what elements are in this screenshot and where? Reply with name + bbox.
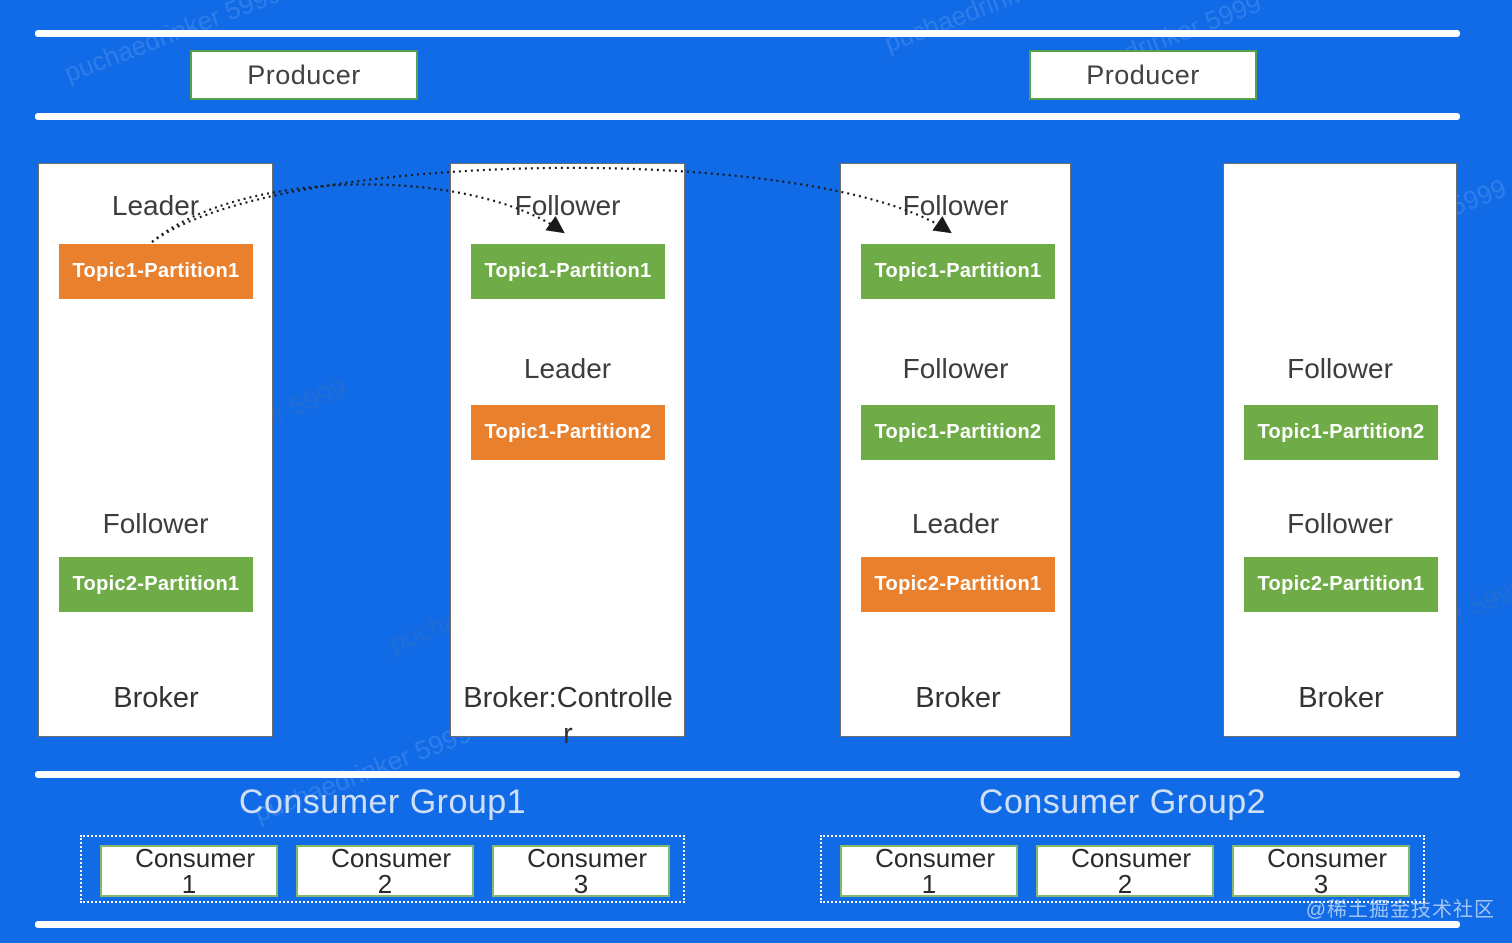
partition-box: Topic1-Partition2 [1244, 405, 1438, 460]
producer-label: Producer [247, 59, 361, 90]
broker-2-box: Follower Topic1-Partition1 Leader Topic1… [450, 163, 685, 750]
divider-line-below-producers [35, 113, 1460, 120]
role-label: Leader [523, 353, 612, 384]
broker-name: Broker [113, 682, 199, 714]
consumer-box: Consumer 2 [1036, 845, 1214, 897]
consumer-box: Consumer 3 [1232, 845, 1410, 897]
broker-1-box: Leader Topic1-Partition1 Follower Topic2… [38, 163, 273, 737]
consumer-label: Consumer 3 [527, 843, 647, 899]
divider-line-top [35, 30, 1460, 37]
role-label: Follower [902, 353, 1009, 384]
consumer-box: Consumer 3 [492, 845, 670, 897]
consumer-label: Consumer 1 [135, 843, 255, 899]
consumer-label: Consumer 2 [331, 843, 451, 899]
divider-line-bottom [35, 921, 1460, 928]
partition-label: Topic1-Partition2 [874, 421, 1042, 443]
consumer-group1-title: Consumer Group1 [238, 783, 527, 821]
consumer-label: Consumer 1 [875, 843, 995, 899]
partition-box: Topic1-Partition1 [861, 244, 1055, 299]
partition-label: Topic1-Partition1 [874, 260, 1042, 282]
role-label: Follower [514, 190, 621, 221]
broker-name: Broker:Controller [463, 682, 673, 750]
role-label: Follower [902, 190, 1009, 221]
consumer-label: Consumer 3 [1267, 843, 1387, 899]
consumer-group2-title: Consumer Group2 [978, 783, 1267, 821]
broker-name: Broker [1298, 682, 1384, 714]
site-badge-watermark: @稀土掘金技术社区 [1305, 899, 1495, 921]
consumer-group2-box: Consumer 1 Consumer 2 Consumer 3 [820, 835, 1425, 903]
partition-label: Topic2-Partition1 [72, 573, 240, 595]
divider-line-above-consumers [35, 771, 1460, 778]
role-label: Follower [1287, 508, 1393, 539]
partition-label: Topic1-Partition1 [72, 260, 240, 282]
partition-box: Topic1-Partition1 [471, 244, 665, 299]
partition-box: Topic1-Partition2 [471, 405, 665, 460]
consumer-group1-box: Consumer 1 Consumer 2 Consumer 3 [80, 835, 685, 903]
partition-box: Topic2-Partition1 [1244, 557, 1438, 612]
consumer-box: Consumer 1 [100, 845, 278, 897]
partition-box: Topic1-Partition1 [59, 244, 253, 299]
consumer-label: Consumer 2 [1071, 843, 1191, 899]
broker-4-box: Follower Topic1-Partition2 Follower Topi… [1223, 163, 1457, 737]
partition-label: Topic1-Partition2 [484, 421, 652, 443]
broker-3-box: Follower Topic1-Partition1 Follower Topi… [840, 163, 1071, 737]
partition-label: Topic2-Partition1 [1257, 573, 1425, 595]
role-label: Leader [111, 190, 200, 221]
consumer-box: Consumer 1 [840, 845, 1018, 897]
partition-label: Topic1-Partition2 [1257, 421, 1425, 443]
role-label: Follower [1287, 353, 1393, 384]
role-label: Leader [911, 508, 1000, 539]
partition-box: Topic2-Partition1 [59, 557, 253, 612]
partition-box: Topic2-Partition1 [861, 557, 1055, 612]
partition-box: Topic1-Partition2 [861, 405, 1055, 460]
consumer-box: Consumer 2 [296, 845, 474, 897]
partition-label: Topic1-Partition1 [484, 260, 652, 282]
partition-label: Topic2-Partition1 [874, 573, 1042, 595]
producer-box-1: Producer [190, 50, 418, 100]
broker-name: Broker [915, 682, 1001, 714]
producer-box-2: Producer [1029, 50, 1257, 100]
role-label: Follower [102, 508, 209, 539]
producer-label: Producer [1086, 59, 1200, 90]
